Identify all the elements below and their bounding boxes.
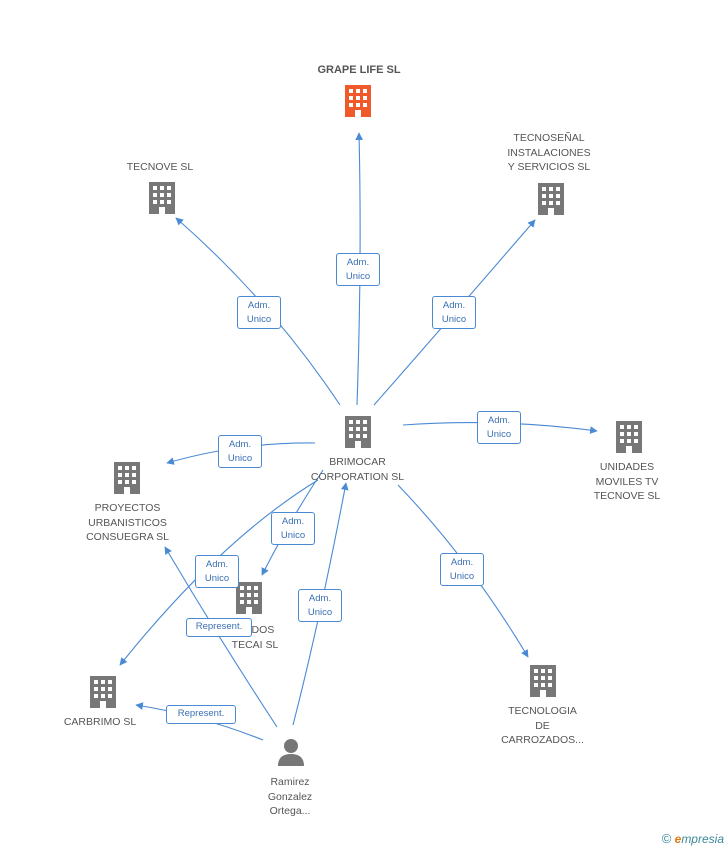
copyright-symbol: ©: [661, 831, 672, 846]
node-label-ramirez[interactable]: Ramirez Gonzalez Ortega...: [267, 776, 313, 817]
building-icon: [538, 183, 564, 215]
logo-letter: e: [674, 832, 682, 846]
edge-ramirez-proyectos: [164, 546, 278, 728]
node-label-carbrimo[interactable]: CARBRIMO SL: [63, 716, 137, 728]
edge-label-adm-unico: Adm. Unico: [477, 411, 521, 444]
edge-label-adm-unico: Adm. Unico: [336, 253, 380, 286]
empresia-logo: © empresia: [662, 831, 724, 846]
building-icon: [345, 416, 371, 448]
building-icon: [90, 676, 116, 708]
edge-label-adm-unico: Adm. Unico: [440, 553, 484, 586]
node-label-tecnologia[interactable]: TECNOLOGIA DE CARROZADOS...: [501, 705, 584, 746]
edge-label-adm-unico: Adm. Unico: [432, 296, 476, 329]
node-label-proyectos[interactable]: PROYECTOS URBANISTICOS CONSUEGRA SL: [86, 502, 169, 543]
edge-label-adm-unico: Adm. Unico: [195, 555, 239, 588]
logo-text: mpresia: [681, 832, 724, 846]
building-icon: [616, 421, 642, 453]
building-icon: [114, 462, 140, 494]
node-label-brimocar[interactable]: BRIMOCAR CORPORATION SL: [310, 456, 405, 483]
node-label-tecnosenal[interactable]: TECNOSEÑAL INSTALACIONES Y SERVICIOS SL: [507, 132, 591, 173]
building-icon: [149, 182, 175, 214]
edge-label-adm-unico: Adm. Unico: [271, 512, 315, 545]
edge-label-adm-unico: Adm. Unico: [298, 589, 342, 622]
edge-label-adm-unico: Adm. Unico: [218, 435, 262, 468]
person-icon: [278, 739, 304, 766]
node-label-unidades[interactable]: UNIDADES MOVILES TV TECNOVE SL: [593, 461, 661, 502]
edge-label-adm-unico: Adm. Unico: [237, 296, 281, 329]
node-label-tecnove[interactable]: TECNOVE SL: [126, 161, 194, 173]
building-icon: [530, 665, 556, 697]
node-label-grape-life[interactable]: GRAPE LIFE SL: [317, 64, 401, 76]
building-icon: [345, 85, 371, 117]
building-icon: [236, 582, 262, 614]
edge-label-represent: Represent.: [186, 618, 252, 637]
edge-label-represent: Represent.: [166, 705, 236, 724]
